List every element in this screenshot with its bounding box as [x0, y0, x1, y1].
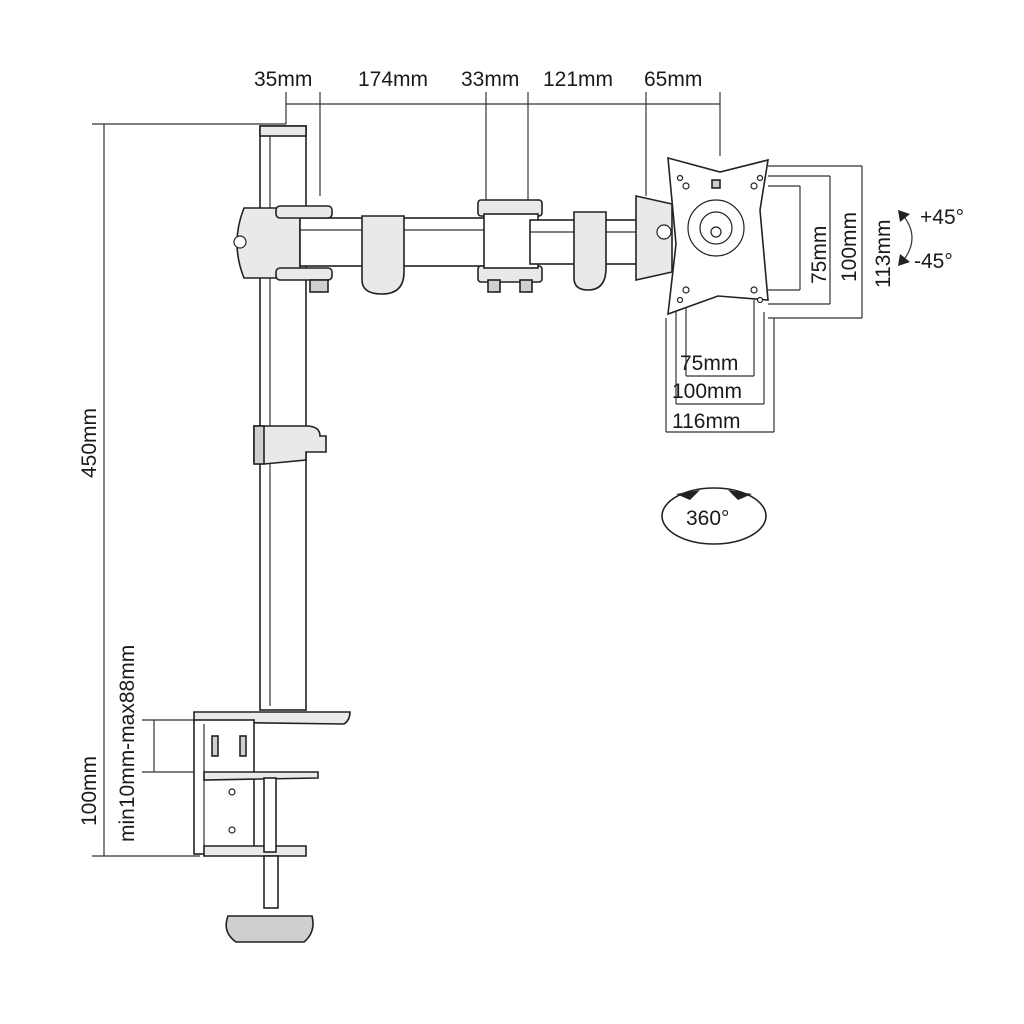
cable-clip: [253, 425, 327, 465]
dim-top-174: 174mm: [358, 68, 428, 91]
dim-vesa-h-116: 116mm: [672, 410, 740, 433]
dim-clamp-height: 100mm: [78, 756, 101, 826]
tilt-down-label: -45°: [914, 250, 953, 273]
arm: [233, 195, 673, 295]
dim-top-65: 65mm: [644, 68, 702, 91]
dim-vesa-h-75: 75mm: [680, 352, 738, 375]
dim-top-121: 121mm: [543, 68, 613, 91]
desk-clamp: [193, 711, 351, 943]
dim-height-450: 450mm: [78, 408, 101, 478]
swivel-label: 360°: [686, 507, 729, 530]
vesa-plate: [667, 156, 769, 316]
dimension-lines: [92, 92, 863, 857]
dim-vesa-v-75: 75mm: [808, 226, 831, 284]
dim-vesa-v-113: 113mm: [872, 220, 895, 288]
dim-vesa-v-100: 100mm: [838, 212, 861, 282]
tilt-indicator: +45° -45°: [898, 206, 964, 273]
swivel-indicator: 360°: [661, 487, 767, 545]
dim-top-33: 33mm: [461, 68, 519, 91]
dimension-labels: 35mm 174mm 33mm 121mm 65mm 450mm 100mm m…: [78, 68, 895, 842]
dim-vesa-h-100: 100mm: [672, 380, 742, 403]
tilt-up-label: +45°: [920, 206, 964, 229]
dim-top-35: 35mm: [254, 68, 312, 91]
dim-clamp-range: min10mm-max88mm: [116, 645, 139, 842]
